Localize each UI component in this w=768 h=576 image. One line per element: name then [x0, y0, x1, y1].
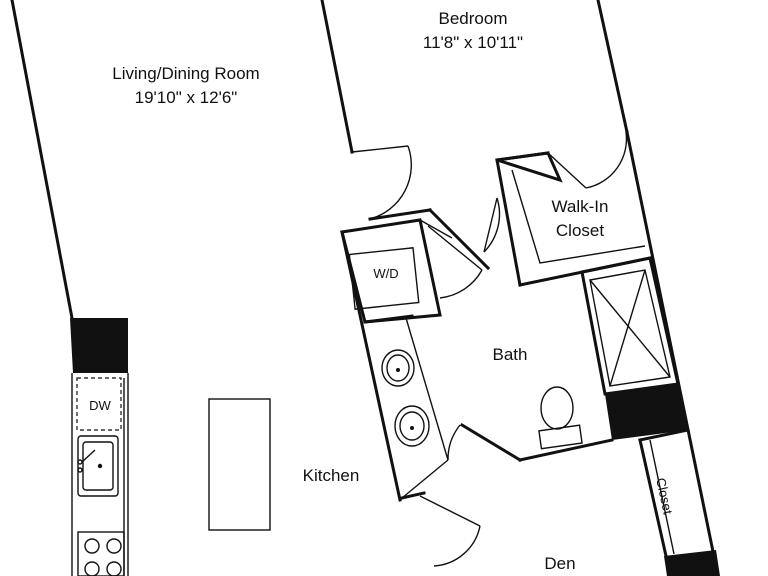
closet-top-wall [638, 428, 690, 442]
closet-left-wall [638, 438, 668, 558]
kitchen-sink-drain [97, 463, 103, 469]
bath-sink-upper [381, 349, 415, 387]
toilet-tank [538, 424, 583, 450]
bedroom-south-wall-a [368, 208, 432, 221]
exterior-wall-right-upper [596, 0, 629, 134]
living-dining-label: Living/Dining Room [112, 64, 259, 83]
laundry-door-leaf [427, 225, 483, 271]
walkin-closet-label-line1: Walk-In [552, 197, 609, 216]
den-door-swing [433, 525, 481, 567]
faucet-knob [77, 467, 83, 473]
laundry-closet-walls [340, 218, 442, 324]
kitchen-sink [77, 435, 119, 497]
walkin-closet-wall-left [495, 158, 522, 287]
bath-door-leaf [483, 197, 498, 253]
stove-burner [106, 538, 122, 554]
walkin-door-swing [585, 131, 628, 189]
stove-burner [84, 538, 100, 554]
toilet-bowl [540, 386, 574, 430]
dishwasher-outline [76, 377, 122, 431]
column-block-closet [664, 550, 720, 576]
kitchen-island [208, 398, 271, 531]
bath-door-leaf-lower [401, 459, 449, 499]
bath-sink-upper-basin [386, 354, 410, 382]
bath-south-wall [459, 422, 523, 463]
shower-diagonal [589, 279, 671, 378]
bath-sink-lower-drain [410, 426, 414, 430]
bath-label: Bath [493, 345, 528, 364]
stove-burner [84, 561, 100, 576]
bedroom-door-swing [369, 145, 413, 220]
exterior-wall-left [10, 0, 74, 320]
bath-sink-lower-basin [399, 411, 425, 441]
vanity-edge [405, 317, 449, 461]
washer-dryer-label: W/D [373, 266, 398, 281]
column-block-bath [605, 384, 688, 440]
walkin-closet-label-line2: Closet [556, 221, 604, 240]
laundry-door-swing [439, 269, 483, 299]
laundry-door-frame [419, 219, 453, 239]
living-bedroom-wall-upper [320, 0, 354, 154]
closet-rod [649, 439, 675, 555]
kitchen-label: Kitchen [303, 466, 360, 485]
bath-door-swing [483, 197, 501, 253]
kitchen-sink-basin [82, 441, 114, 491]
dishwasher-label: DW [89, 398, 111, 413]
bath-sink-upper-drain [396, 368, 400, 372]
bath-vanity-top [363, 314, 414, 324]
den-wall-stub [400, 491, 426, 500]
living-dining-dims: 19'10" x 12'6" [135, 88, 238, 107]
bath-door-swing-lower [447, 424, 461, 461]
bedroom-south-wall-b [427, 207, 491, 271]
stove-burner [106, 561, 122, 576]
den-door-leaf [419, 495, 481, 527]
walkin-closet-shelf [511, 169, 646, 264]
stove [77, 531, 125, 576]
shower-diagonal [609, 269, 646, 387]
bath-south-wall-b [518, 438, 614, 462]
column-block-kitchen [70, 318, 128, 373]
shower-walls [580, 256, 680, 396]
bath-sink-lower [394, 405, 430, 447]
kitchen-faucet [81, 449, 96, 463]
walkin-door-leaf [547, 152, 587, 189]
walkin-closet-wall-top [495, 151, 550, 162]
faucet-knob [77, 459, 83, 465]
bedroom-dims: 11'8" x 10'11" [423, 33, 523, 52]
bath-west-wall [340, 230, 402, 502]
den-label: Den [544, 554, 575, 573]
bedroom-label: Bedroom [439, 9, 508, 28]
bedroom-door-leaf [351, 145, 409, 153]
